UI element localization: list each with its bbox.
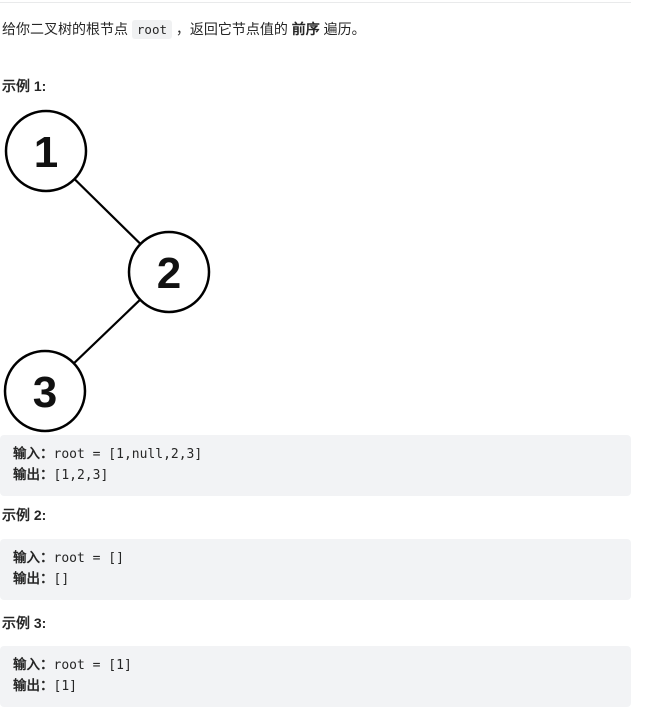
example-2-block: 输入：root = [] 输出：[] [0,539,631,600]
output-value: [] [53,572,70,587]
example-3-heading: 示例 3: [2,615,47,631]
output-label: 输出： [13,571,54,586]
example-2-input-line: 输入：root = [] [13,548,618,569]
example-2-output-line: 输出：[] [13,569,618,590]
problem-statement: 给你二叉树的根节点 root ，返回它节点值的 前序 遍历。 [2,18,631,41]
statement-prefix: 给你二叉树的根节点 [2,21,132,37]
example-1-input-line: 输入：root = [1,null,2,3] [13,444,618,465]
example-1-block: 输入：root = [1,null,2,3] 输出：[1,2,3] [0,435,631,496]
tree-node-circle-1 [4,109,88,193]
example-3-output-line: 输出：[1] [13,676,618,697]
inline-code-root: root [131,20,172,39]
input-label: 输入： [13,446,54,461]
example-1-heading: 示例 1: [2,78,47,94]
tree-node-circle-2 [127,230,211,314]
output-value: [1,2,3] [53,468,109,483]
top-divider [0,2,631,3]
tree-node-value-2: 2 [157,249,181,298]
statement-bold-term: 前序 [291,21,320,37]
output-label: 输出： [13,678,54,693]
example-1-output-line: 输出：[1,2,3] [13,465,618,486]
input-value: root = [1] [53,658,132,673]
input-value: root = [] [53,551,124,566]
input-label: 输入： [13,657,54,672]
input-label: 输入： [13,550,54,565]
tree-node-value-1: 1 [34,128,58,177]
tree-node-value-3: 3 [33,368,57,417]
example-3-block: 输入：root = [1] 输出：[1] [0,646,631,707]
statement-middle: ，返回它节点值的 [172,21,292,37]
output-label: 输出： [13,467,54,482]
example-2-heading: 示例 2: [2,507,47,523]
input-value: root = [1,null,2,3] [53,447,203,462]
statement-suffix: 遍历。 [319,21,366,37]
tree-node-circle-3 [3,349,87,433]
binary-tree-figure: 1 2 3 [3,109,211,433]
example-3-input-line: 输入：root = [1] [13,655,618,676]
output-value: [1] [53,679,77,694]
